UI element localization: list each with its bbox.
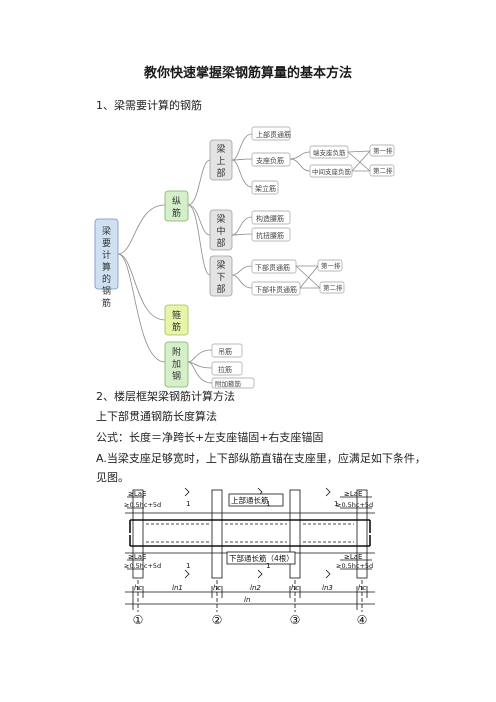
leaf-lower-through: 下部贯通筋 <box>255 263 290 272</box>
subheading: 上下部贯通钢筋长度算法 <box>96 410 217 423</box>
section-mark: 1 <box>334 500 338 508</box>
bottom-bar-label: 下部通长筋（4根） <box>229 553 294 563</box>
anchor-half-bottom-right: ≥0.5hc+5d <box>336 562 373 570</box>
leaf-upper-through: 上部贯通筋 <box>256 130 291 139</box>
node-beam-lower-label: 梁下部 <box>216 259 225 295</box>
anchor-lae-top-left: ≥LaE <box>128 490 146 498</box>
top-bar-label: 上部通长筋 <box>231 495 269 505</box>
section-mark: 1 <box>266 562 270 570</box>
dim-ln3: ln3 <box>322 584 333 592</box>
section-mark: 1 <box>266 500 270 508</box>
leaf-hanger-bar: 吊筋 <box>218 347 232 356</box>
dim-total-ln: ln <box>244 596 250 604</box>
leaf-extra-stirrup: 附加箍筋 <box>215 379 242 388</box>
leaf-row2-lower: 第二排 <box>323 283 343 292</box>
anchor-half-top-left: ≥0.5hc+5d <box>124 501 161 509</box>
anchor-lae-bottom-left: ≥LaE <box>128 553 146 561</box>
node-beam-middle-label: 梁中部 <box>216 213 225 249</box>
leaf-row2-upper: 第二排 <box>373 166 393 175</box>
node-longitudinal-label: 纵筋 <box>172 196 181 219</box>
mindmap-root-node <box>94 218 119 290</box>
dim-ln2: ln2 <box>250 584 261 592</box>
section-mark: 1 <box>186 562 190 570</box>
leaf-torsion-waist: 抗扭腰筋 <box>256 231 284 240</box>
leaf-middle-support: 中间支座负筋 <box>312 167 352 176</box>
leaf-erection-bar: 架立筋 <box>255 184 276 193</box>
dim-hc-4: hc <box>358 584 366 592</box>
anchor-half-bottom-left: ≥0.5hc+5d <box>124 562 161 570</box>
section-mark: 1 <box>186 500 190 508</box>
mindmap-root-label: 梁要计算的钢筋 <box>102 225 111 309</box>
dim-ln1: ln1 <box>172 584 183 592</box>
leaf-structural-waist: 构造腰筋 <box>256 214 284 223</box>
node-beam-upper <box>209 139 233 181</box>
node-beam-middle <box>209 209 233 251</box>
leaf-end-support: 端支座负筋 <box>313 148 346 157</box>
section-heading-1: 1、梁需要计算的钢筋 <box>96 99 202 112</box>
axis-label-3: ③ <box>290 613 301 627</box>
leaf-support-negative: 支座负筋 <box>256 156 284 165</box>
leaf-tie-bar: 拉筋 <box>218 365 232 374</box>
axis-label-1: ① <box>133 613 144 627</box>
section-heading-2: 2、楼层框架梁钢筋计算方法 <box>96 390 235 403</box>
axis-label-4: ④ <box>357 613 368 627</box>
anchor-lae-bottom-right: ≥LaE <box>344 553 362 561</box>
leaf-row1-lower: 第一排 <box>321 261 341 270</box>
node-additional-label: 附加钢 <box>172 346 181 382</box>
dim-hc-2: hc <box>213 584 221 592</box>
dim-hc-3: hc <box>291 584 299 592</box>
anchor-half-top-right: ≥0.5hc+5d <box>336 501 373 509</box>
node-beam-upper-label: 梁上部 <box>216 143 225 179</box>
node-additional-bars <box>164 341 189 388</box>
node-beam-lower <box>209 255 233 297</box>
page-title: 教你快速掌握梁钢筋算量的基本方法 <box>143 66 352 81</box>
paragraph-a: A.当梁支座足够宽时，上下部纵筋直锚在支座里，应满足如下条件，见图。 <box>96 452 426 484</box>
dim-hc-1: hc <box>134 584 142 592</box>
axis-label-2: ② <box>212 613 223 627</box>
leaf-lower-nonthrough: 下部非贯通筋 <box>255 285 297 294</box>
node-stirrups-label: 箍筋 <box>172 309 181 333</box>
node-stirrups <box>164 304 189 336</box>
formula-text: 公式：长度＝净跨长+左支座锚固+右支座锚固 <box>96 431 324 444</box>
node-longitudinal-bars <box>164 190 189 222</box>
anchor-lae-top-right: ≥LaE <box>344 490 362 498</box>
leaf-row1-upper: 第一排 <box>373 146 393 155</box>
